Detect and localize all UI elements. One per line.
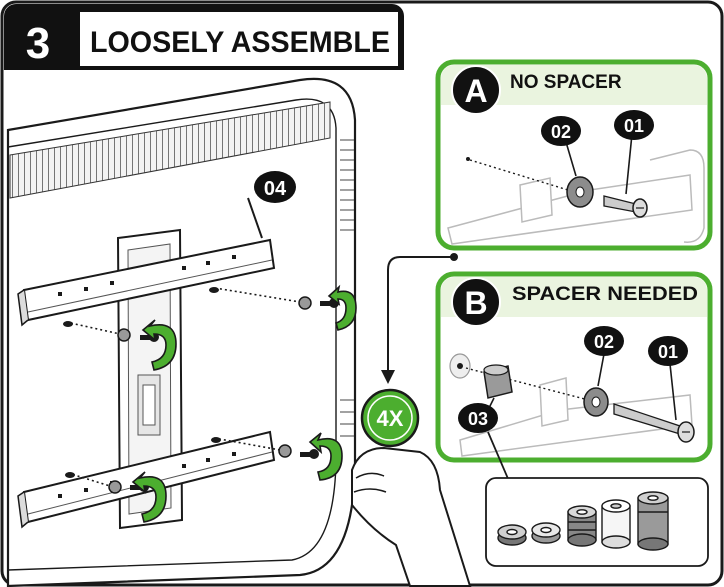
panel-b-label-02: 02 xyxy=(594,332,614,352)
count-badge: 4X xyxy=(360,388,420,448)
step-header: 3 LOOSELY ASSEMBLE xyxy=(4,4,404,70)
part-label-04-text: 04 xyxy=(264,178,287,200)
panel-b: B SPACER NEEDED 02 01 03 xyxy=(435,271,713,463)
washer-icon xyxy=(108,296,312,494)
part-label-04: 04 xyxy=(247,171,296,239)
screw-icon xyxy=(613,403,695,443)
washer-icon xyxy=(583,387,609,417)
panel-b-letter: B xyxy=(464,285,487,321)
panel-a-letter: A xyxy=(464,73,487,109)
tighten-arrow-icon xyxy=(131,284,357,523)
count-badge-text: 4X xyxy=(377,406,404,431)
spacer-options-box xyxy=(485,477,709,567)
step-title: LOOSELY ASSEMBLE xyxy=(90,26,390,59)
panel-b-label-03: 03 xyxy=(468,409,488,429)
panel-a-label-01: 01 xyxy=(624,116,644,136)
callout-arrow xyxy=(381,253,458,384)
panel-a: A NO SPACER 02 01 xyxy=(435,59,713,251)
screw-icon xyxy=(603,195,648,218)
step-number: 3 xyxy=(26,19,50,68)
washer-icon xyxy=(566,176,594,208)
panel-b-label-01: 01 xyxy=(658,342,678,362)
panel-a-label-02: 02 xyxy=(551,122,571,142)
spacer-icon xyxy=(497,491,669,551)
spacer-icon xyxy=(483,364,513,399)
hand-icon xyxy=(351,446,472,587)
panel-a-title: NO SPACER xyxy=(510,72,622,93)
panel-b-title: SPACER NEEDED xyxy=(512,284,698,305)
tv-back-illustration xyxy=(6,77,357,587)
